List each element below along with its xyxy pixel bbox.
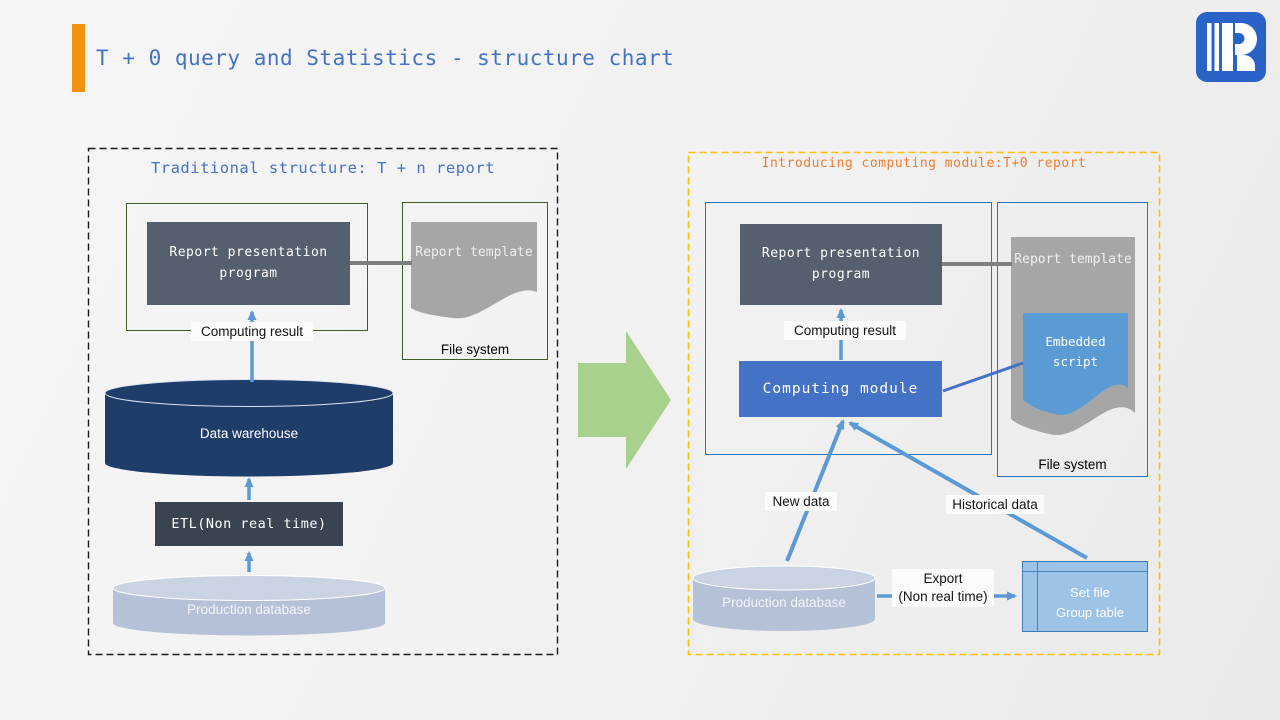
group-table-label: Group table bbox=[1056, 604, 1124, 620]
report-template-label-left: Report template bbox=[415, 244, 533, 260]
data-warehouse-label: Data warehouse bbox=[199, 426, 299, 441]
right-filesystem-container bbox=[997, 202, 1148, 477]
connector-module-to-script bbox=[942, 361, 1024, 393]
file-system-label-left: File system bbox=[440, 342, 510, 357]
title-accent-bar bbox=[72, 24, 85, 92]
arrow-new-data bbox=[785, 419, 845, 562]
new-data-label: New data bbox=[765, 492, 837, 511]
left-panel-border bbox=[87, 147, 559, 656]
export-label: Export (Non real time) bbox=[892, 569, 994, 607]
raqsoft-logo-icon bbox=[1196, 12, 1266, 82]
computing-result-label-left: Computing result bbox=[191, 322, 313, 341]
left-panel-title: Traditional structure: T + n report bbox=[150, 159, 496, 177]
embedded-script-label: Embedded script bbox=[1045, 334, 1106, 369]
report-template-label-right: Report template bbox=[1014, 251, 1132, 267]
computing-result-label-right: Computing result bbox=[784, 321, 906, 340]
embedded-script-document bbox=[1023, 313, 1128, 415]
page-title: T + 0 query and Statistics - structure c… bbox=[96, 46, 675, 70]
etl-box: ETL(Non real time) bbox=[155, 502, 343, 546]
table-header-line bbox=[1023, 571, 1147, 572]
data-warehouse-cylinder bbox=[104, 379, 394, 477]
report-template-document-left bbox=[411, 222, 537, 319]
right-panel-title: Introducing computing module:T+0 report bbox=[761, 156, 1087, 171]
arrow-historical-data bbox=[848, 421, 1088, 560]
right-report-container bbox=[705, 202, 992, 455]
production-database-label-right: Production database bbox=[722, 595, 846, 610]
file-system-label-right: File system bbox=[1038, 457, 1107, 472]
production-database-cylinder-right bbox=[692, 565, 876, 631]
set-file-label: Set file bbox=[1070, 585, 1110, 600]
transition-arrow bbox=[578, 331, 671, 469]
report-program-box-right: Report presentation program bbox=[740, 224, 942, 305]
production-database-cylinder-left bbox=[112, 575, 386, 636]
left-filesystem-container bbox=[402, 202, 548, 360]
production-database-label-left: Production database bbox=[187, 602, 311, 617]
historical-data-label: Historical data bbox=[946, 495, 1044, 514]
set-file-group-table-box: Set file Group table bbox=[1022, 561, 1148, 632]
right-panel-border bbox=[687, 151, 1161, 656]
report-program-box-left: Report presentation program bbox=[147, 222, 350, 305]
computing-module-box: Computing module bbox=[739, 361, 942, 417]
table-column-line bbox=[1037, 562, 1038, 631]
